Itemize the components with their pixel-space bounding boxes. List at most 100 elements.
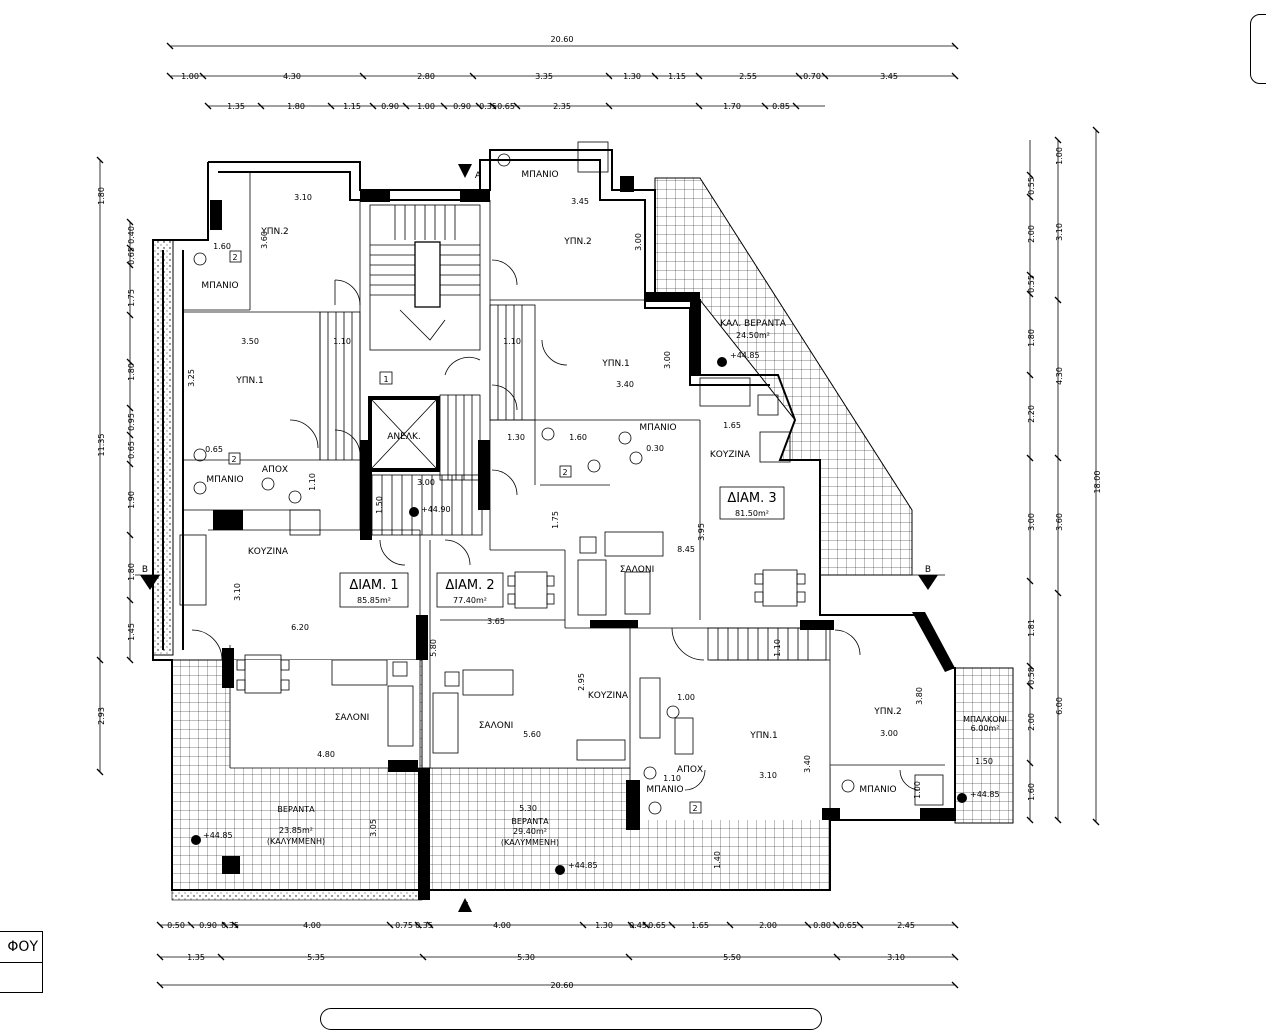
dim-in-37: 1.60 [213, 242, 231, 251]
right-dimension-text: 1.00 0.55 2.00 0.55 1.80 2.20 3.00 1.81 … [1027, 147, 1102, 801]
dim-in-18: 3.10 [233, 583, 242, 601]
dim-top2-6: 0.90 [453, 102, 471, 111]
room-apox-c: ΑΠΟΧ [677, 765, 703, 775]
dim-top-9: 3.45 [880, 72, 898, 81]
room-saloni-a: ΣΑΛΟΝΙ [335, 713, 369, 723]
dim-in-10: 3.00 [663, 351, 672, 369]
room-kitchen-a: ΚΟΥΖΙΝΑ [248, 547, 289, 557]
dim-in-4: 3.25 [187, 369, 196, 387]
room-bath-b2: ΜΠΑΝΙΟ [639, 423, 676, 433]
dim-bot2-1: 1.35 [187, 953, 205, 962]
dim-top-1: 1.00 [181, 72, 199, 81]
dim-bot-14: 0.65 [839, 921, 857, 930]
dim-bot2-4: 5.50 [723, 953, 741, 962]
section-a-bottom: A [461, 901, 471, 908]
dim-bot-12: 2.00 [759, 921, 777, 930]
dim-in-12: 1.30 [507, 433, 525, 442]
dim-bot-15: 2.45 [897, 921, 915, 930]
dim-right-inner-5: 1.80 [1027, 329, 1036, 347]
dim-right-inner-4: 0.55 [1027, 275, 1036, 293]
doors [191, 259, 921, 791]
dim-right-outer-2: 4.30 [1055, 367, 1064, 385]
title-block-fragment: ΦΟΥ [0, 931, 43, 993]
dim-bot-6: 0.35 [415, 921, 433, 930]
dim-in-28: 3.10 [759, 771, 777, 780]
furniture [179, 141, 944, 815]
dim-bot-total: 20.60 [551, 981, 574, 990]
dim-right-inner-2: 0.55 [1027, 177, 1036, 195]
dim-in-32: 1.50 [975, 757, 993, 766]
veranda-1-area: 23.85m² [279, 826, 313, 835]
balcony-title: ΜΠΑΛΚΟΝΙ [963, 715, 1007, 724]
apartment-2-label: ΔΙΑΜ. 2 [445, 578, 494, 593]
dim-right-inner-7: 3.00 [1027, 513, 1036, 531]
corridor-tiles [319, 304, 827, 661]
dim-right-outer-3: 3.60 [1055, 513, 1064, 531]
dim-in-33: 1.10 [773, 639, 782, 657]
dim-in-23: 4.80 [317, 750, 335, 759]
dim-in-38: 0.65 [205, 445, 223, 454]
dim-in-17: 8.45 [677, 545, 695, 554]
dim-in-25: 5.30 [519, 804, 537, 813]
dim-top2-9: 2.35 [553, 102, 571, 111]
dim-in-9: 3.40 [616, 380, 634, 389]
section-b-left: B [142, 565, 148, 575]
mark-2c: 2 [562, 468, 567, 477]
veranda-kal-title: ΚΑΛ. ΒΕΡΑΝΤΑ [720, 319, 787, 329]
dim-in-21: 3.65 [487, 617, 505, 626]
dim-top-2: 4.30 [283, 72, 301, 81]
dim-left-9: 1.80 [127, 563, 136, 581]
dim-in-6: 3.45 [571, 197, 589, 206]
section-marks [135, 164, 945, 912]
dim-top2-10: 1.70 [723, 102, 741, 111]
dim-bot-5: 0.75 [395, 921, 413, 930]
level-labels: +44.85 +44.90 +44.85 +44.85 +44.85 [203, 351, 1000, 870]
dim-in-7: 3.00 [634, 233, 643, 251]
dim-bot-3: 0.35 [221, 921, 239, 930]
stair-core [369, 204, 481, 351]
dim-right-outer-1: 3.10 [1055, 223, 1064, 241]
dim-left-10: 1.45 [127, 623, 136, 641]
dim-top2-5: 1.00 [417, 102, 435, 111]
dim-left-total: 11.35 [97, 434, 106, 457]
veranda-2-note: (ΚΑΛΥΜΜΕΝΗ) [501, 838, 559, 847]
veranda-1-note: (ΚΑΛΥΜΜΕΝΗ) [267, 837, 325, 846]
dim-right-inner-3: 2.00 [1027, 225, 1036, 243]
dim-in-31: 3.80 [915, 687, 924, 705]
dim-right-inner-10: 2.00 [1027, 713, 1036, 731]
section-b-right: B [925, 565, 931, 575]
dim-left-7: 0.65 [127, 441, 136, 459]
bottom-dimension-text: 0.50 0.90 0.35 4.00 0.75 0.35 4.00 1.30 … [167, 921, 915, 990]
dim-left-6: 0.95 [127, 413, 136, 431]
level-markers [191, 357, 967, 875]
level-3: +44.85 [203, 831, 233, 840]
dim-in-26: 3.05 [369, 819, 378, 837]
room-ypn1-c: ΥΠΝ.1 [749, 731, 778, 741]
dim-in-2: 3.60 [260, 231, 269, 249]
dim-in-19: 6.20 [291, 623, 309, 632]
dim-right-outer-4: 6.00 [1055, 697, 1064, 715]
dim-left-8: 1.90 [127, 491, 136, 509]
dim-in-15: 1.50 [375, 496, 384, 514]
dim-in-14: 3.00 [417, 478, 435, 487]
numbered-marks: 1 2 2 2 2 [228, 250, 702, 814]
dim-bot-2: 0.90 [199, 921, 217, 930]
level-2: +44.90 [421, 505, 451, 514]
bottom-toolbar-edge[interactable] [320, 1008, 822, 1030]
level-5: +44.85 [970, 790, 1000, 799]
window-edge-control[interactable] [1250, 14, 1266, 84]
dimension-lines [99, 45, 1097, 986]
dim-left-3: 0.40 [127, 226, 136, 244]
dim-in-34: 1.00 [677, 693, 695, 702]
room-saloni-b: ΣΑΛΟΝΙ [620, 565, 654, 575]
room-kitchen-c: ΚΟΥΖΙΝΑ [588, 691, 629, 701]
dim-top-7: 2.55 [739, 72, 757, 81]
room-ypn2-b: ΥΠΝ.2 [563, 237, 592, 247]
dim-in-3: 3.50 [241, 337, 259, 346]
veranda-1-title: ΒΕΡΑΝΤΑ [277, 805, 315, 814]
dim-left-4: 1.75 [127, 289, 136, 307]
dim-right-total: 18.00 [1093, 471, 1102, 494]
apartment-2-area: 77.40m² [453, 596, 487, 605]
dim-top2-8: 0.65 [497, 102, 515, 111]
dim-top2-2: 1.80 [287, 102, 305, 111]
